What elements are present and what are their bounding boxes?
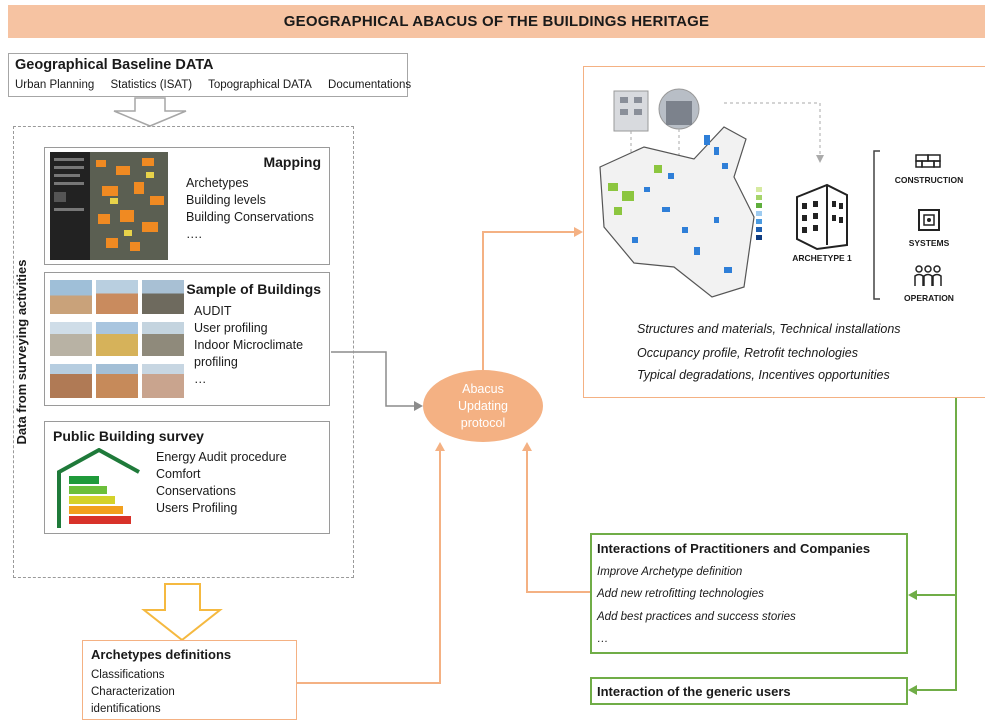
abacus-protocol-oval: Abacus Updating protocol [423,370,543,442]
mapping-item: Building levels [186,193,266,207]
baseline-items: Urban Planning Statistics (ISAT) Topogra… [15,79,424,91]
energy-house-icon [57,448,140,528]
survey-down-arrow [141,583,223,642]
archetype-description: Occupancy profile, Retrofit technologies [637,346,858,360]
sample-title: Sample of Buildings [186,281,321,297]
archdef-item: identifications [91,703,161,715]
building-photo [96,364,138,398]
practitioners-item: … [597,633,609,645]
mapping-item: Archetypes [186,176,249,190]
practitioners-item: Add best practices and success stories [597,611,796,623]
surveying-frame [13,126,354,578]
archetype-description: Typical degradations, Incentives opportu… [637,368,890,382]
baseline-item: Documentations [328,79,412,91]
systems-icon [918,209,940,231]
mapping-item: Building Conservations [186,210,314,224]
archdef-item: Classifications [91,669,165,681]
practitioners-item: Add new retrofitting technologies [597,588,764,600]
protocol-line: Updating [457,399,509,413]
sample-item: profiling [194,355,238,369]
building-photo [96,322,138,356]
public-survey-card: Public Building survey Energy Audit proc… [44,421,330,534]
building-photo [50,364,92,398]
mapping-title: Mapping [263,154,321,170]
public-item: Comfort [156,467,201,481]
systems-label: SYSTEMS [908,238,950,248]
building-photo [142,364,184,398]
mapping-screenshot [50,152,168,260]
bracket [873,150,880,300]
building-photo [142,322,184,356]
mapping-list: Archetypes Building levels Building Cons… [186,175,314,243]
baseline-item: Topographical DATA [208,79,312,91]
building-photo [50,280,92,314]
generic-users-title: Interaction of the generic users [597,684,791,699]
archdef-item: Characterization [91,686,175,698]
sample-item: AUDIT [194,304,232,318]
sample-to-protocol-line [331,351,418,407]
generic-users-box: Interaction of the generic users [590,677,908,705]
practitioners-title: Interactions of Practitioners and Compan… [597,541,871,556]
building-photo [96,280,138,314]
panel-to-users-line [915,398,957,691]
construction-label: CONSTRUCTION [894,175,964,185]
operation-label: OPERATION [904,293,954,303]
building-photo [142,280,184,314]
practitioners-to-protocol-line [526,447,590,593]
sample-list: AUDIT User profiling Indoor Microclimate… [194,303,303,388]
archetype-map-illustration [599,88,824,298]
public-item: Conservations [156,484,236,498]
public-title: Public Building survey [53,428,204,444]
baseline-title: Geographical Baseline DATA [15,57,214,73]
protocol-to-panel-line [482,231,577,370]
practitioners-box: Interactions of Practitioners and Compan… [590,533,908,654]
practitioners-item: Improve Archetype definition [597,566,743,578]
mapping-item: …. [186,227,202,241]
archetype-label: ARCHETYPE 1 [792,253,852,263]
archetype-building-icon [796,183,848,251]
building-photo [50,322,92,356]
archetype-panel: ARCHETYPE 1 CONSTRUCTION SYSTEMS OPERATI… [583,66,985,398]
baseline-item: Urban Planning [15,79,95,91]
archetype-description: Structures and materials, Technical inst… [637,322,901,336]
archetypes-definitions-box: Archetypes definitions Classifications C… [82,640,297,720]
public-list: Energy Audit procedure Comfort Conservat… [156,449,287,517]
archdef-list: Classifications Characterization identif… [91,667,175,718]
baseline-down-arrow [113,97,187,127]
public-item: Users Profiling [156,501,238,515]
sample-item: … [194,372,207,386]
archdef-to-protocol-line [297,447,441,684]
protocol-line: Abacus [462,382,504,396]
people-icon [914,265,942,286]
brick-wall-icon [915,154,941,168]
archdef-title: Archetypes definitions [91,647,232,662]
protocol-line: protocol [460,416,506,430]
surveying-label: Data from surveying activities [14,259,29,445]
building-photos-grid [50,280,186,402]
baseline-data-box: Geographical Baseline DATA Urban Plannin… [8,53,411,97]
baseline-item: Statistics (ISAT) [110,79,193,91]
page-title: GEOGRAPHICAL ABACUS OF THE BUILDINGS HER… [8,5,985,38]
public-item: Energy Audit procedure [156,450,287,464]
sample-item: Indoor Microclimate [194,338,304,352]
sample-item: User profiling [194,321,268,335]
